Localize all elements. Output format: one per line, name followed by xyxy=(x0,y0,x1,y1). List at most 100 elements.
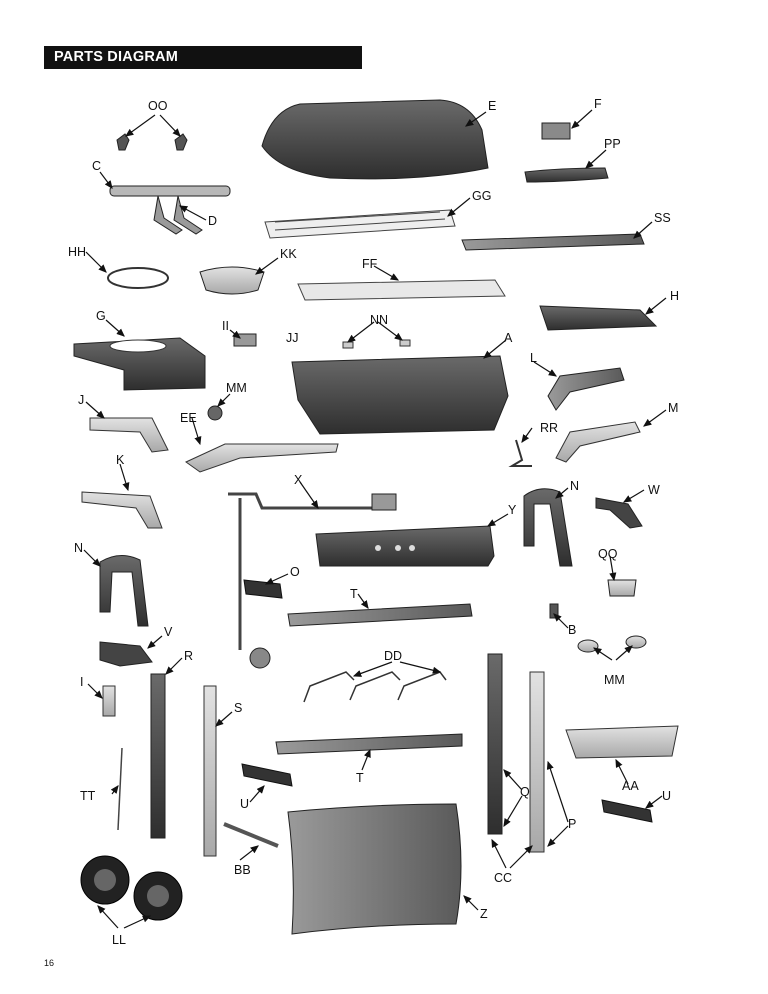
part-ee-deflector xyxy=(185,443,339,473)
label-p: P xyxy=(568,817,576,831)
label-f: F xyxy=(594,97,602,111)
label-t-lower: T xyxy=(356,771,364,785)
label-pp: PP xyxy=(604,137,621,151)
part-o-bracket xyxy=(243,579,283,599)
label-n-left: N xyxy=(74,541,83,555)
part-mm-caps xyxy=(577,635,647,653)
part-aa-basket xyxy=(565,725,679,759)
label-aa: AA xyxy=(622,779,639,793)
part-u-bracket-right xyxy=(601,799,653,823)
part-x-manifold xyxy=(228,492,380,650)
part-z-door xyxy=(287,803,462,935)
label-ss: SS xyxy=(654,211,671,225)
part-kk-pan xyxy=(199,266,265,295)
part-tt-wire xyxy=(117,747,123,831)
part-qq-cup xyxy=(607,579,637,597)
label-mm-lower: MM xyxy=(604,673,625,687)
label-ee: EE xyxy=(180,411,197,425)
label-rr: RR xyxy=(540,421,558,435)
label-j: J xyxy=(78,393,84,407)
label-gg: GG xyxy=(472,189,491,203)
part-g-side-shelf xyxy=(73,337,206,391)
part-p-leg xyxy=(529,671,545,853)
label-kk: KK xyxy=(280,247,297,261)
label-qq: QQ xyxy=(598,547,618,561)
part-h-side-table xyxy=(539,305,658,331)
label-o: O xyxy=(290,565,300,579)
label-u-left: U xyxy=(240,797,249,811)
part-j-bracket xyxy=(89,417,169,453)
label-nn: NN xyxy=(370,313,388,327)
part-e-lid xyxy=(261,99,489,180)
label-jj: JJ xyxy=(286,331,299,345)
part-t-brace-upper xyxy=(287,603,473,627)
label-a: A xyxy=(504,331,513,345)
label-y: Y xyxy=(508,503,517,517)
label-bb: BB xyxy=(234,863,251,877)
page-number: 16 xyxy=(44,958,55,968)
page-title: PARTS DIAGRAM xyxy=(54,49,178,65)
part-m-bracket xyxy=(555,421,641,463)
label-u-right: U xyxy=(662,789,671,803)
label-w: W xyxy=(648,483,660,497)
part-bb-rod xyxy=(223,822,279,848)
label-x: X xyxy=(294,473,303,487)
label-k: K xyxy=(116,453,125,467)
label-m: M xyxy=(668,401,678,415)
label-e: E xyxy=(488,99,496,113)
label-l: L xyxy=(530,351,537,365)
label-d: D xyxy=(208,214,217,228)
label-dd: DD xyxy=(384,649,402,663)
label-h: H xyxy=(670,289,679,303)
part-rr-hook xyxy=(508,439,532,467)
label-v: V xyxy=(164,625,173,639)
label-hh: HH xyxy=(68,245,86,259)
part-mm-knob xyxy=(207,405,223,421)
label-oo: OO xyxy=(148,99,168,113)
section-header: PARTS DIAGRAM xyxy=(44,46,362,69)
part-ff-grate xyxy=(297,279,506,301)
part-x-valves xyxy=(371,493,397,511)
label-c: C xyxy=(92,159,101,173)
label-q: Q xyxy=(520,785,530,799)
label-ff: FF xyxy=(362,257,378,271)
part-n-leg-top-right xyxy=(523,488,573,567)
part-i-igniter xyxy=(102,685,116,717)
part-t-brace-lower xyxy=(275,733,463,755)
part-dd-hooks xyxy=(303,671,447,703)
part-c-burner xyxy=(109,185,231,235)
label-z: Z xyxy=(480,907,488,921)
part-r-leg xyxy=(150,673,166,839)
label-i: I xyxy=(80,675,83,689)
part-s-leg xyxy=(203,685,217,857)
part-k-bracket xyxy=(81,491,163,529)
label-n-right: N xyxy=(570,479,579,493)
part-y-control-panel xyxy=(315,525,495,567)
label-b: B xyxy=(568,623,576,637)
part-ss-heat-plate xyxy=(461,233,645,251)
part-n-leg-top-left xyxy=(99,555,149,627)
part-b-bolt xyxy=(549,603,559,619)
part-regulator xyxy=(249,647,271,669)
part-oo-drawing xyxy=(116,133,188,151)
label-s: S xyxy=(234,701,242,715)
label-r: R xyxy=(184,649,193,663)
label-ii: II xyxy=(222,319,229,333)
label-ll: LL xyxy=(112,933,126,947)
part-v-bracket xyxy=(99,641,153,667)
part-y-knob-holes xyxy=(375,545,415,551)
label-t-upper: T xyxy=(350,587,358,601)
part-pp-handle xyxy=(524,167,609,183)
part-ll-wheels xyxy=(80,855,183,921)
part-w-bracket xyxy=(595,497,643,529)
label-mm-upper: MM xyxy=(226,381,247,395)
part-hh-ring xyxy=(107,267,169,289)
part-u-bracket-left xyxy=(241,763,293,787)
label-tt: TT xyxy=(80,789,96,803)
label-g: G xyxy=(96,309,106,323)
part-q-leg xyxy=(487,653,503,835)
part-gg-warming-rack xyxy=(264,209,456,239)
part-nn-clips xyxy=(342,339,411,349)
part-f-bracket xyxy=(541,122,571,140)
